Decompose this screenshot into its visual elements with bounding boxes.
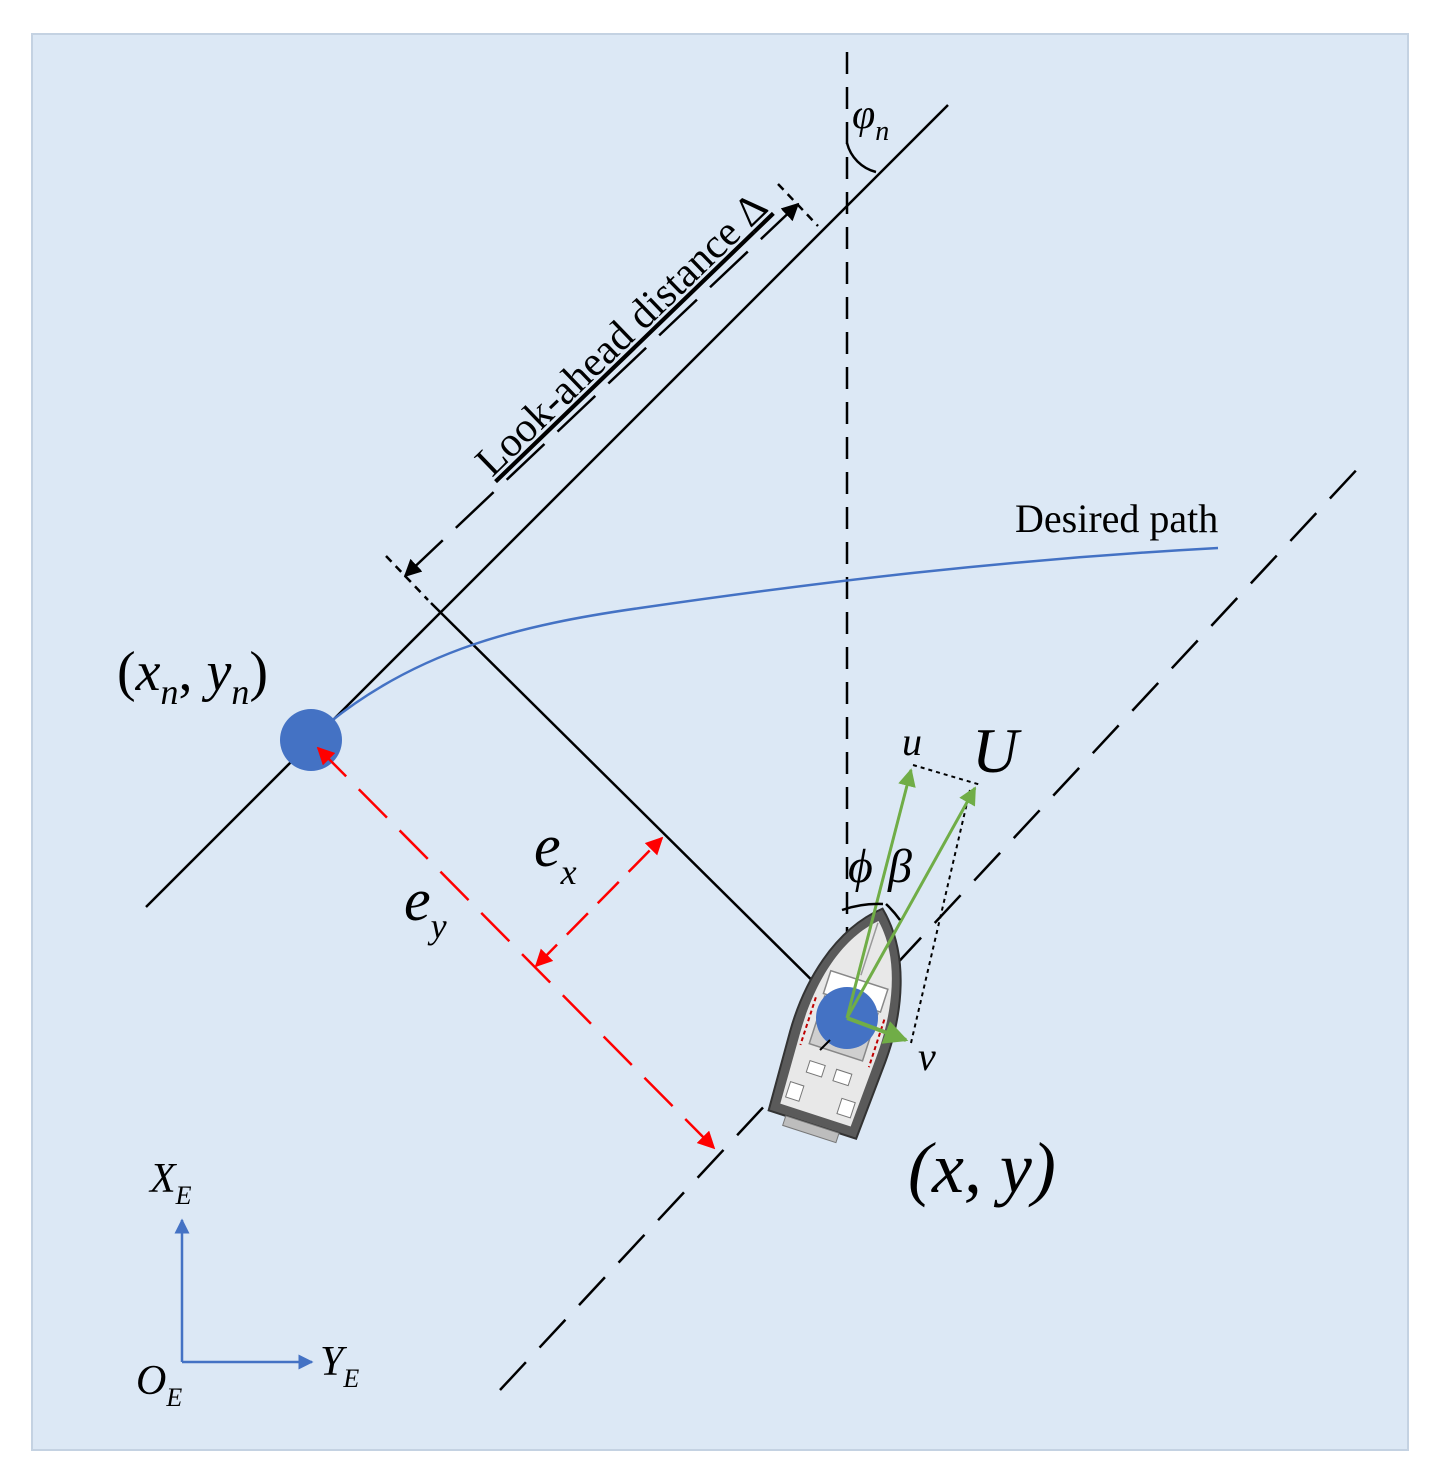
lookahead-tick-start <box>385 555 429 601</box>
axis-x-label: XE <box>148 1156 192 1210</box>
waypoint-label: (xn, yn) <box>117 641 268 712</box>
u-to-U-dotted <box>912 764 982 786</box>
ex-error-arrow <box>534 836 664 968</box>
desired-path-curve <box>329 546 1219 723</box>
vehicle-position-label: (x, y) <box>908 1128 1056 1208</box>
lookahead-dimension-arrow <box>403 202 800 578</box>
surge-velocity-arrow <box>845 768 916 1019</box>
sideslip-arc <box>885 903 902 921</box>
desired-path-label: Desired path <box>1015 496 1218 541</box>
parallel-dashed-line <box>499 463 1363 1391</box>
phi-n-arc <box>845 142 877 174</box>
origin-label: OE <box>136 1358 182 1412</box>
vehicle-ex-connector <box>819 1039 831 1051</box>
surge-label: u <box>902 719 922 764</box>
heading-label: ϕ <box>848 840 873 893</box>
sway-velocity-arrow <box>846 1016 909 1044</box>
sway-label: v <box>918 1034 936 1079</box>
heading-arc <box>841 902 884 912</box>
ey-error-arrow <box>316 746 716 1150</box>
total-speed-label: U <box>972 715 1022 786</box>
ex-label: ex <box>534 813 577 892</box>
ey-label: ey <box>404 867 447 946</box>
sideslip-label: β <box>887 840 912 893</box>
axis-y-label: YE <box>320 1339 359 1393</box>
phi-n-label: φn <box>852 92 889 147</box>
v-to-U-dotted <box>910 789 971 1044</box>
total-speed-arrow <box>845 786 977 1019</box>
